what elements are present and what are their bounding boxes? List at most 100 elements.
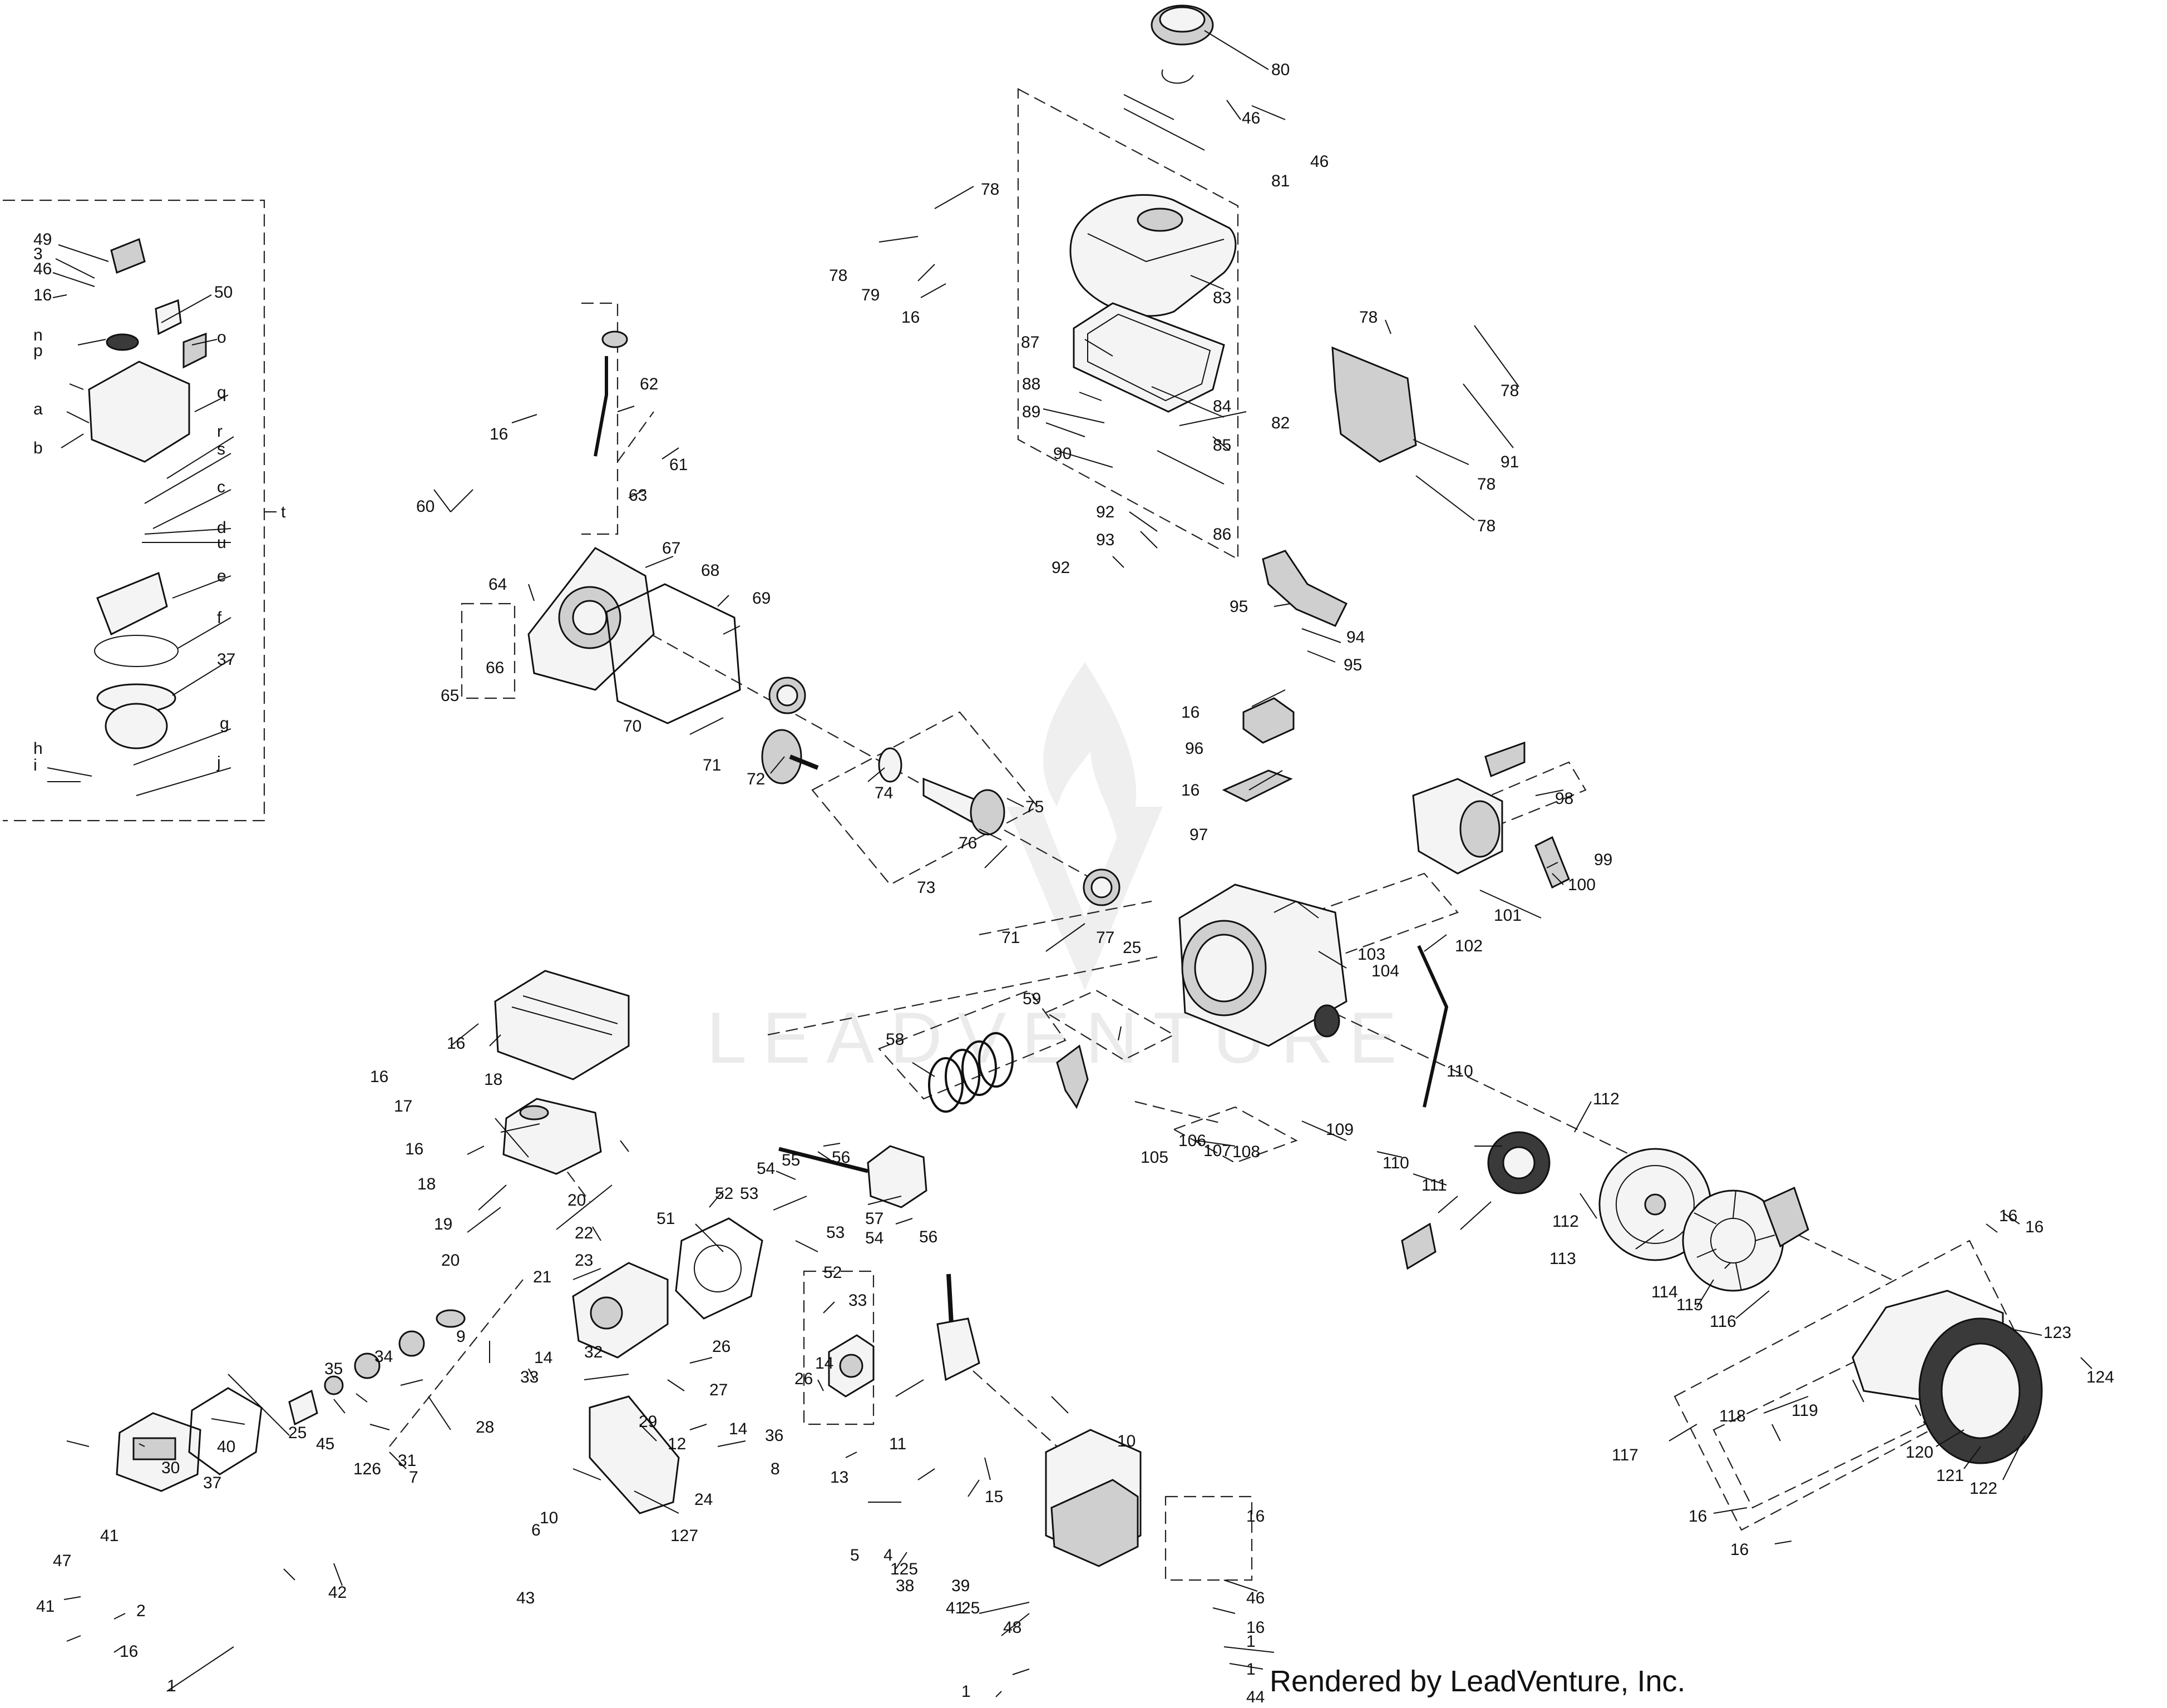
callout: 13 [830, 1468, 848, 1487]
callout: 78 [1477, 517, 1495, 535]
callout: 33 [848, 1291, 867, 1310]
callout: 73 [917, 878, 935, 897]
callout: 60 [416, 497, 435, 516]
piston-rod-group-box [1044, 989, 1176, 1061]
callout-letter: o [217, 328, 226, 347]
callout: 43 [516, 1589, 535, 1607]
callout: 20 [567, 1191, 586, 1210]
callout: 114 [1651, 1283, 1678, 1301]
callout-letter: i [33, 756, 37, 774]
carburetor [828, 1334, 875, 1398]
callout: 14 [729, 1420, 747, 1438]
callout: 34 [374, 1347, 393, 1366]
callout: 112 [1552, 1212, 1579, 1231]
callout: 72 [747, 770, 765, 788]
callout: 112 [1593, 1090, 1620, 1108]
callout-letter: r [217, 422, 223, 441]
oil-seal-group-box [461, 603, 516, 699]
callout: 55 [782, 1151, 800, 1169]
callout: 115 [1676, 1296, 1703, 1314]
callout: 62 [640, 375, 658, 393]
callout: 92 [1096, 503, 1114, 521]
callout: 75 [1025, 798, 1044, 816]
callout: 78 [981, 180, 999, 199]
callout: 71 [1001, 929, 1020, 947]
callout-letter: d [217, 519, 226, 537]
callout: 11 [889, 1435, 906, 1453]
carburetor-assembly-box [3, 199, 265, 822]
callout: 16 [1689, 1507, 1707, 1526]
callout: 45 [316, 1435, 334, 1453]
callout-letter: a [33, 400, 43, 418]
callout: 37 [203, 1474, 221, 1492]
callout: 16 [370, 1068, 388, 1086]
callout: 16 [2025, 1218, 2043, 1236]
crankcase-gasket [605, 583, 741, 724]
callout: 42 [328, 1583, 347, 1602]
callout: 105 [1141, 1148, 1168, 1167]
callout: 24 [694, 1490, 713, 1509]
callout: 29 [639, 1413, 657, 1431]
callout: 16 [1246, 1507, 1265, 1526]
engine-block [1178, 883, 1347, 1047]
fuel-cap [1151, 4, 1214, 84]
callout: 26 [794, 1370, 813, 1388]
callout: 14 [534, 1349, 552, 1367]
callout: 8 [771, 1460, 780, 1478]
callout: 108 [1232, 1143, 1260, 1161]
callout: 119 [1791, 1401, 1818, 1420]
callout: 61 [669, 456, 688, 474]
muffler [1045, 1429, 1142, 1567]
crankshaft-group-box [811, 711, 1039, 886]
callout: 46 [1242, 109, 1260, 127]
callout: 123 [2043, 1324, 2071, 1342]
ignition-coil [1401, 945, 1449, 1270]
callout-letter: 37 [217, 650, 235, 669]
callout-letter: p [33, 342, 43, 360]
callout: 33 [520, 1368, 539, 1386]
callout: 27 [709, 1381, 728, 1399]
fuel-tank-group-box [1017, 88, 1239, 560]
callout-letter: n [33, 326, 43, 344]
governor-group-box [803, 1270, 875, 1425]
callout: 78 [1477, 475, 1495, 493]
air-cleaner-cover [116, 1412, 201, 1492]
callout: 2 [136, 1602, 146, 1620]
crankshaft [878, 747, 1005, 836]
callout: 1 [167, 1677, 176, 1695]
right-side-bracket [1262, 550, 1348, 627]
callout: 83 [1213, 289, 1231, 307]
callout: 28 [476, 1418, 494, 1437]
callout-letter: g [220, 714, 229, 733]
muffler-shield [589, 1395, 680, 1514]
callout: 22 [575, 1224, 593, 1242]
air-filter-elements [288, 1309, 466, 1426]
callout: 106 [1178, 1132, 1206, 1150]
starter-pulley [1763, 1186, 1809, 1248]
callout: 52 [715, 1184, 733, 1203]
dipstick [594, 330, 628, 457]
callout: 121 [1936, 1467, 1964, 1485]
callout-leader-lines [47, 30, 2092, 1697]
callout: 16 [120, 1642, 138, 1661]
carb-body [88, 238, 207, 463]
callout: 98 [1555, 789, 1573, 808]
callout: 16 [1730, 1541, 1749, 1559]
callout-letter: 50 [214, 283, 233, 302]
callout: 54 [865, 1229, 883, 1247]
callout: 35 [324, 1360, 343, 1378]
callout: 82 [1271, 414, 1290, 432]
callout: 78 [1359, 308, 1378, 327]
callout: 48 [1003, 1618, 1021, 1637]
callout: 53 [826, 1223, 845, 1242]
control-module [1222, 697, 1295, 802]
callout: 102 [1455, 937, 1483, 955]
callout-letter: 46 [33, 260, 52, 278]
callout: 1 [1246, 1660, 1256, 1679]
callout-labels: 80 46 46 81 78 78 79 16 83 87 88 89 90 8… [33, 61, 2114, 1706]
muffler-group-box [1164, 1495, 1253, 1581]
callout: 10 [540, 1509, 558, 1527]
bearing [768, 677, 1120, 906]
callout: 126 [353, 1460, 381, 1478]
callout: 64 [488, 575, 507, 594]
